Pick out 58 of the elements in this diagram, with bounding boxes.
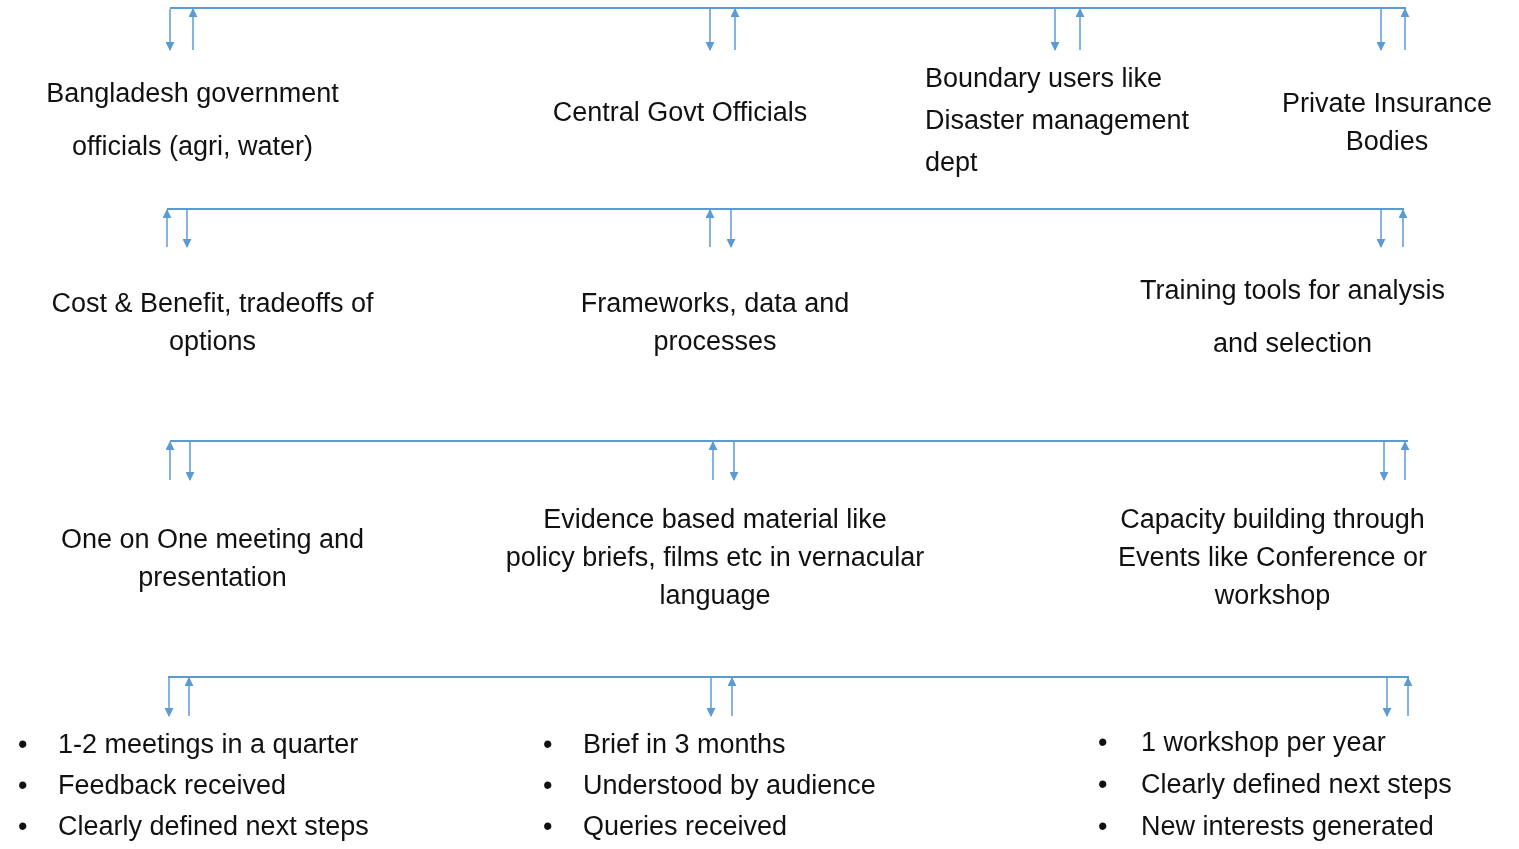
arrow [1050, 8, 1060, 51]
bullet-item: 1 workshop per year [1141, 726, 1387, 759]
bullet-marker: • [18, 769, 28, 802]
arrow [165, 8, 175, 51]
node-text: Private Insurance Bodies [1280, 87, 1494, 158]
bullet-item: Understood by audience [583, 769, 877, 802]
node-text: Cost & Benefit, tradeoffs of options [50, 287, 375, 358]
bus-line [167, 208, 1404, 210]
node-text: Central Govt Officials [551, 96, 809, 129]
arrow [1376, 209, 1386, 248]
arrow [1075, 8, 1085, 51]
bullet-item: Clearly defined next steps [1141, 768, 1453, 801]
bullet-marker: • [543, 769, 553, 802]
bullet-marker: • [1098, 768, 1108, 801]
bullet-marker: • [18, 810, 28, 843]
bus-line [168, 676, 1409, 678]
arrow [1376, 8, 1386, 51]
arrow [1382, 677, 1392, 717]
arrow [1400, 441, 1410, 481]
bullet-item: Brief in 3 months [583, 728, 787, 761]
node-text: Capacity building through Events like Conference or workshop [1116, 503, 1429, 612]
arrow [729, 441, 739, 481]
arrow [726, 209, 736, 248]
arrow [182, 209, 192, 248]
arrow [188, 8, 198, 51]
node-text: Training tools for analysis and selection [1138, 274, 1447, 360]
bullet-marker: • [1098, 726, 1108, 759]
arrow [727, 677, 737, 717]
arrow [706, 677, 716, 717]
bus-line [170, 440, 1408, 442]
arrow [1398, 209, 1408, 248]
node-text: Bangladesh government officials (agri, water) [45, 77, 340, 163]
arrow [708, 441, 718, 481]
arrow [184, 677, 194, 717]
bullet-item: Queries received [583, 810, 789, 843]
arrow [162, 209, 172, 248]
arrow [1379, 441, 1389, 481]
arrow [185, 441, 195, 481]
bullet-item: Feedback received [58, 769, 288, 802]
arrow [730, 8, 740, 51]
bus-line [170, 7, 1406, 9]
bullet-marker: • [543, 810, 553, 843]
bullet-item: Clearly defined next steps [58, 810, 370, 843]
node-text: Evidence based material like policy briefs, films etc in vernacular language [505, 503, 925, 612]
bullet-marker: • [543, 728, 553, 761]
node-text: One on One meeting and presentation [59, 523, 366, 594]
arrow [705, 8, 715, 51]
node-text: Frameworks, data and processes [579, 287, 851, 358]
arrow [1403, 677, 1413, 717]
arrow [164, 677, 174, 717]
bullet-marker: • [18, 728, 28, 761]
bullet-marker: • [1098, 810, 1108, 843]
arrow [705, 209, 715, 248]
arrow [165, 441, 175, 481]
arrow [1400, 8, 1410, 51]
bullet-item: 1-2 meetings in a quarter [58, 728, 360, 761]
node-text: Boundary users like Disaster management dept [925, 62, 1191, 179]
bullet-item: New interests generated [1141, 810, 1435, 843]
